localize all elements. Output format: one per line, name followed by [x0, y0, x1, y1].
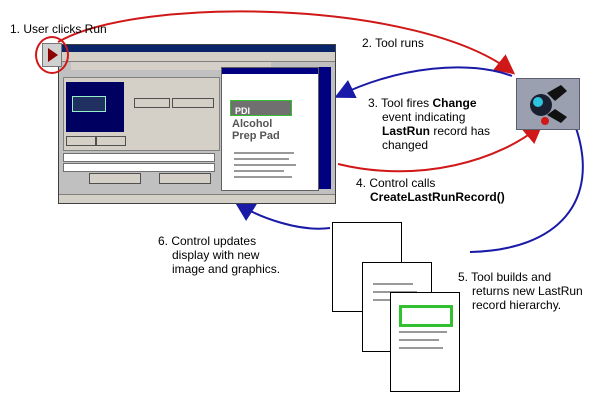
app-left-panel — [63, 77, 220, 151]
app-action-2[interactable] — [159, 173, 211, 184]
step4-label: 4. Control calls CreateLastRunRecord() — [356, 176, 505, 204]
document-page-3 — [390, 292, 460, 392]
app-toolbar — [59, 52, 335, 62]
app-document-view: PDI Alcohol Prep Pad — [221, 67, 319, 191]
app-statusbar — [59, 194, 335, 203]
green-frame — [399, 305, 453, 327]
app-tabs — [71, 62, 271, 70]
doc-logo: PDI — [230, 100, 292, 116]
app-action-1[interactable] — [89, 173, 141, 184]
app-option-1[interactable] — [134, 98, 170, 108]
step2-label: 2. Tool runs — [362, 36, 424, 50]
app-button-left[interactable] — [66, 136, 96, 146]
arrow-control-calls — [337, 123, 544, 173]
step1-label: 1. User clicks Run — [10, 22, 107, 36]
application-window: PDI Alcohol Prep Pad — [58, 44, 336, 204]
doc-title: Alcohol Prep Pad — [232, 118, 280, 142]
step3-label: 3. Tool fires Change event indicating La… — [368, 96, 491, 152]
arrow-tool-builds — [469, 127, 584, 253]
app-scrollbar[interactable] — [319, 67, 331, 189]
arrow-control-updates — [234, 201, 331, 230]
step5-label: 5. Tool builds and returns new LastRun r… — [458, 270, 583, 312]
app-input-2[interactable] — [63, 163, 215, 172]
arrow-change-event — [334, 66, 513, 99]
run-highlight-circle — [35, 36, 69, 74]
tool-icon — [516, 78, 580, 130]
preview-image — [66, 82, 124, 132]
step6-label: 6. Control updates display with new imag… — [158, 234, 281, 276]
app-input-1[interactable] — [63, 153, 215, 162]
arrow-tool-runs — [57, 10, 516, 75]
app-option-2[interactable] — [172, 98, 214, 108]
app-button-right[interactable] — [96, 136, 126, 146]
app-titlebar — [59, 45, 335, 52]
